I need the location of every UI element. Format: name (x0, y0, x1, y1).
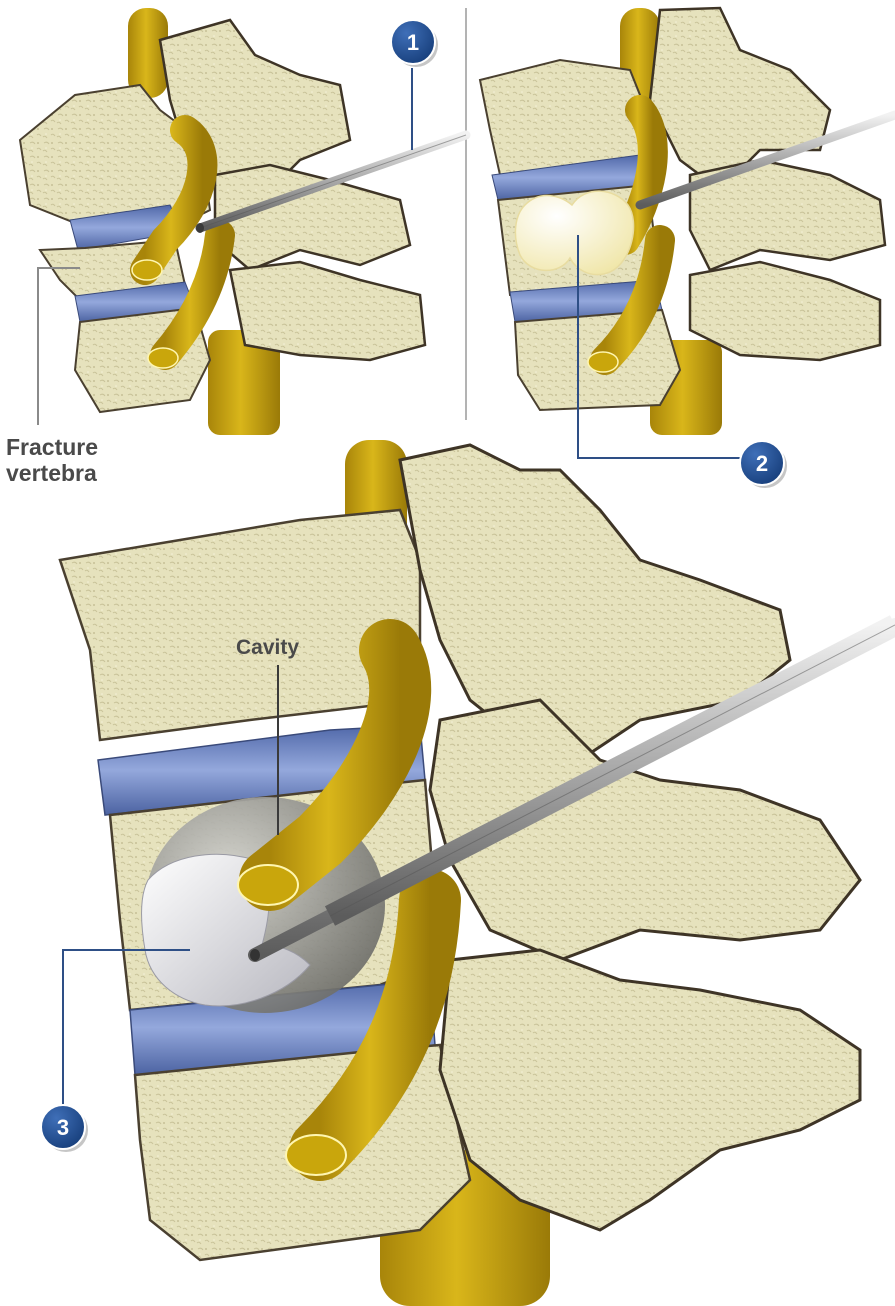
panel-2-spine (480, 8, 895, 435)
step-2-badge: 2 (740, 441, 787, 488)
step-1-number: 1 (407, 30, 419, 55)
step-3-number: 3 (57, 1115, 69, 1140)
fracture-label-line1: Fracture (6, 434, 146, 460)
step-2-number: 2 (756, 451, 768, 476)
panel-3-spine (60, 440, 895, 1306)
step-1-badge: 1 (391, 20, 438, 67)
cavity-label: Cavity (236, 636, 299, 660)
panel-1-spine (20, 8, 466, 435)
fracture-vertebra-label: Fracture vertebra (6, 434, 146, 487)
step-3-badge: 3 (41, 1105, 88, 1152)
balloon-shape (515, 191, 633, 275)
fracture-label-line2: vertebra (6, 460, 146, 486)
